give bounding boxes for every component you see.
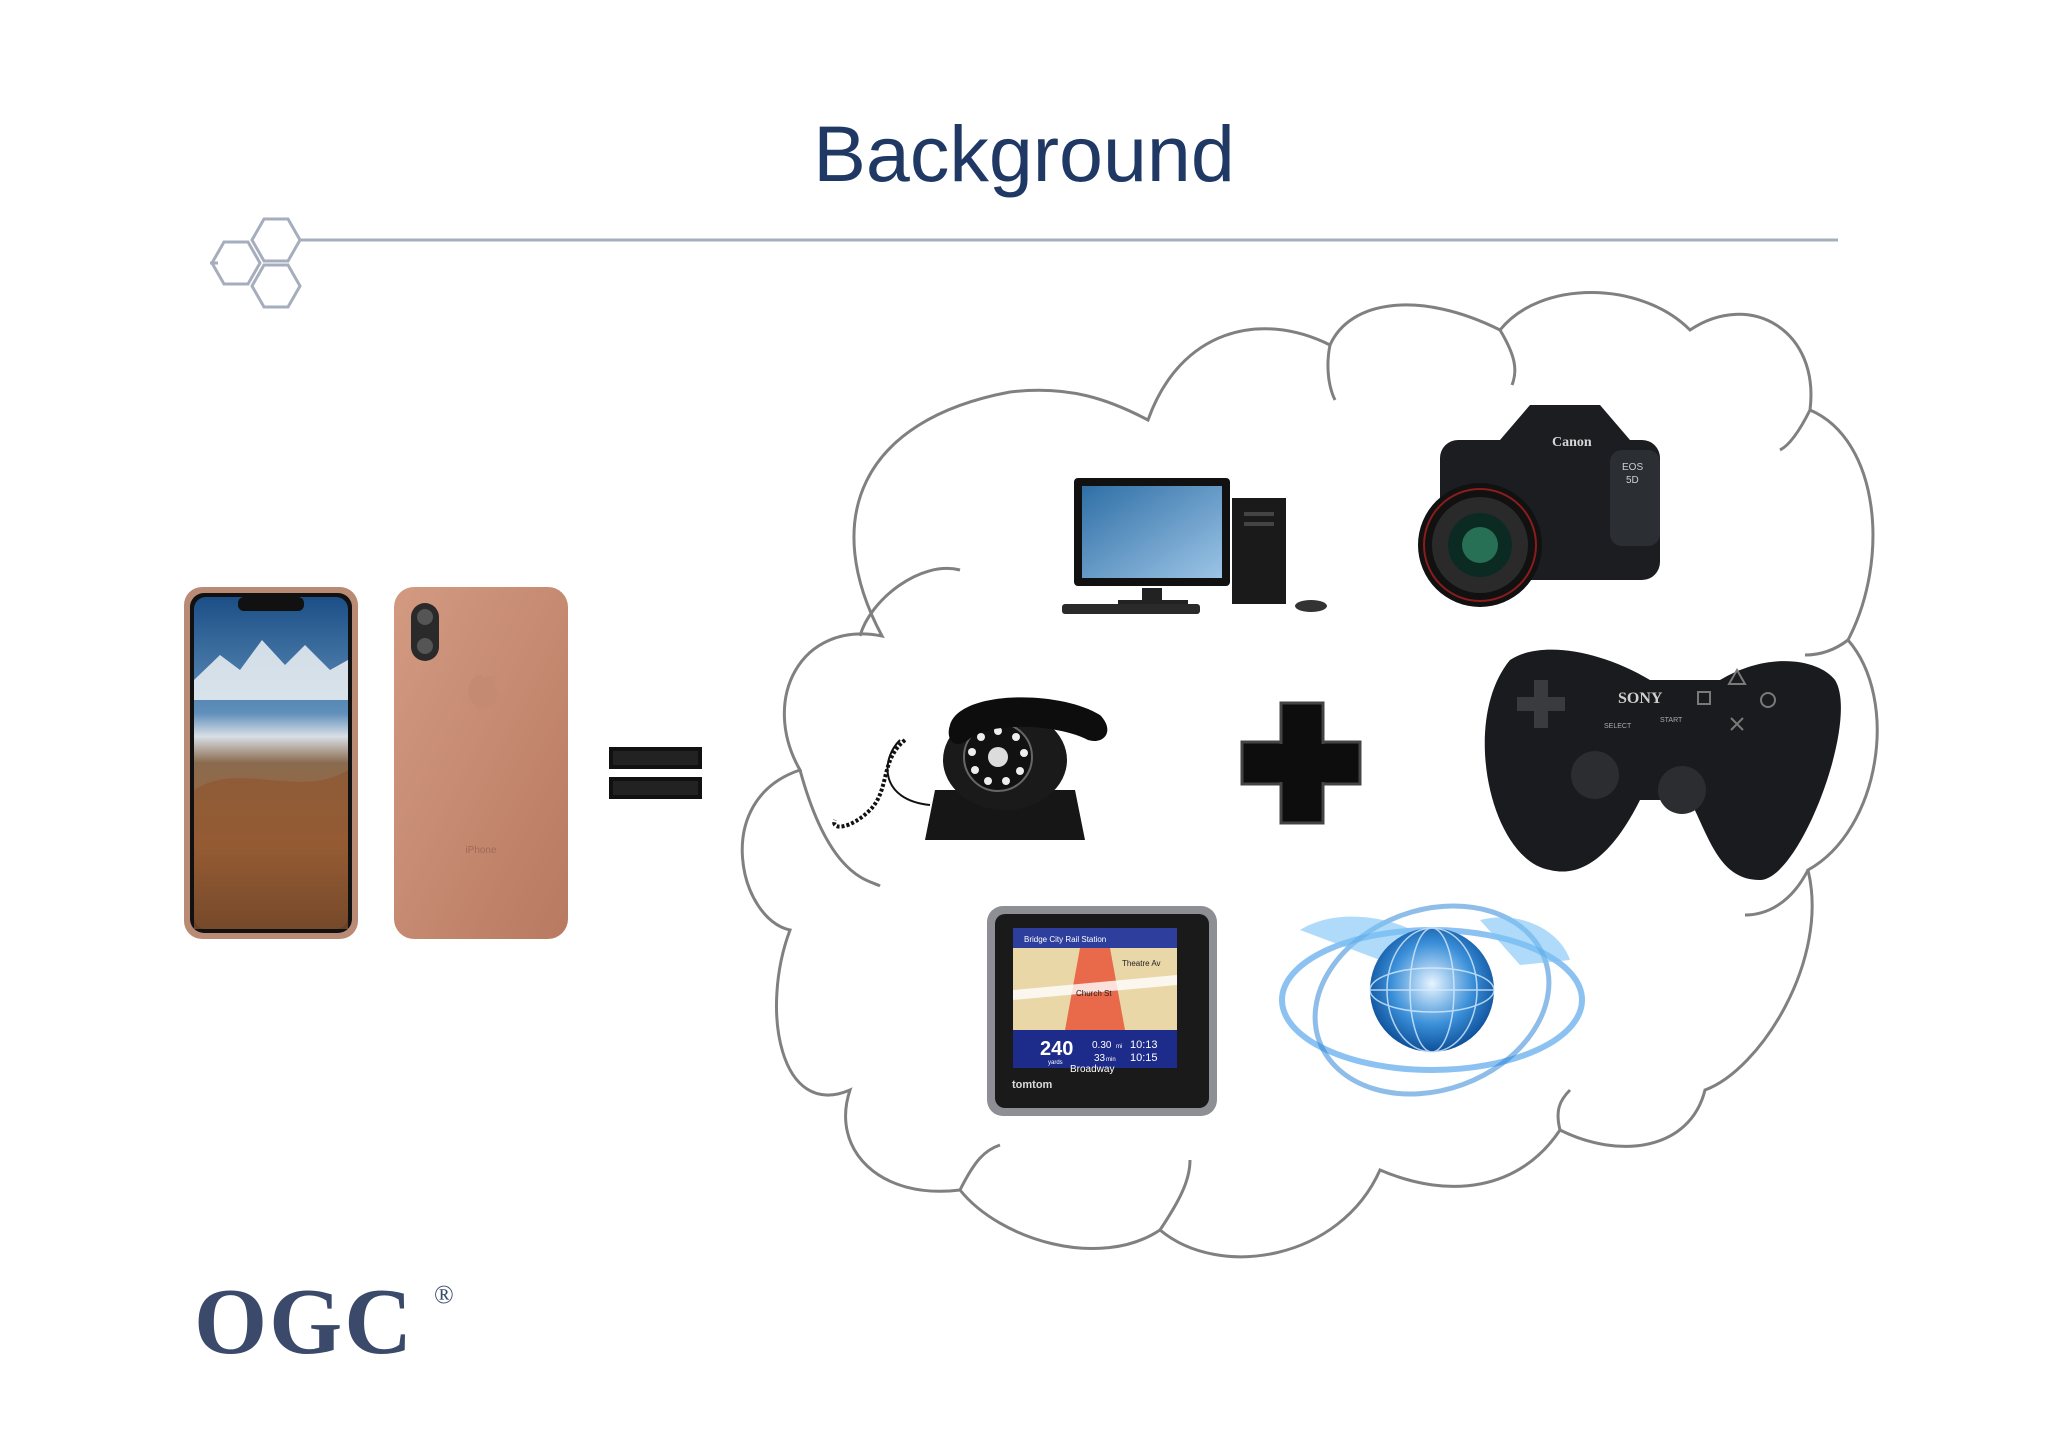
cloud-bump — [798, 769, 881, 888]
iphone-brand-label: iPhone — [465, 845, 497, 856]
gps-turn-distance: 240 — [1040, 1038, 1073, 1060]
gamepad-select-label: SELECT — [1604, 723, 1632, 730]
gps-time-2: 10:15 — [1130, 1052, 1158, 1064]
gps-distance-units: yards — [1048, 1060, 1063, 1066]
gps-remaining-distance-units: mi — [1116, 1044, 1122, 1050]
camera-model-line-1: EOS — [1622, 462, 1643, 473]
gps-time-1: 10:13 — [1130, 1039, 1158, 1051]
iphone-back-image: iPhone — [394, 587, 568, 939]
slide-title: Background — [813, 109, 1235, 198]
rotary-telephone-image — [832, 697, 1108, 840]
iphone-front-image — [184, 587, 358, 939]
ogc-logo: OGC — [194, 1270, 415, 1374]
cloud-bump — [858, 567, 961, 637]
cloud-bump — [1804, 638, 1849, 657]
gamepad-start-label: START — [1660, 717, 1683, 724]
canon-camera-image: Canon EOS 5D — [1418, 405, 1660, 607]
hexagon-cluster-icon — [210, 217, 302, 309]
sony-gamepad-image: SONY SELECT START — [1484, 649, 1841, 880]
cloud-bump — [958, 1143, 1001, 1191]
gamepad-brand-label: SONY — [1618, 690, 1663, 707]
equals-sign-icon — [609, 747, 702, 799]
cloud-bump — [1779, 409, 1812, 452]
tomtom-gps-image: Bridge City Rail Station Theatre Av Chur… — [987, 906, 1217, 1116]
camera-brand-label: Canon — [1552, 435, 1592, 450]
cloud-outline — [740, 291, 1879, 1259]
gps-street-4: Broadway — [1070, 1064, 1114, 1075]
gps-street-2: Theatre Av — [1122, 959, 1161, 968]
gps-remaining-time-units: min — [1106, 1057, 1116, 1063]
registered-mark: ® — [434, 1280, 454, 1309]
cloud-bump — [1498, 329, 1517, 386]
desktop-computer-image — [1062, 478, 1327, 614]
cloud-bump — [1744, 869, 1810, 917]
gps-street-1: Bridge City Rail Station — [1024, 935, 1106, 944]
gps-remaining-distance: 0.30 — [1092, 1040, 1112, 1051]
camera-model-line-2: 5D — [1626, 475, 1639, 486]
gps-street-3: Church St — [1076, 989, 1112, 998]
plus-sign-icon — [1240, 701, 1362, 825]
cloud-bump — [1158, 1159, 1192, 1231]
cloud-bump — [1326, 344, 1337, 401]
gps-remaining-time: 33 — [1094, 1053, 1106, 1064]
globe-network-image — [1279, 903, 1585, 1097]
cloud-bump — [1556, 1088, 1572, 1131]
gps-brand-label: tomtom — [1012, 1079, 1053, 1091]
